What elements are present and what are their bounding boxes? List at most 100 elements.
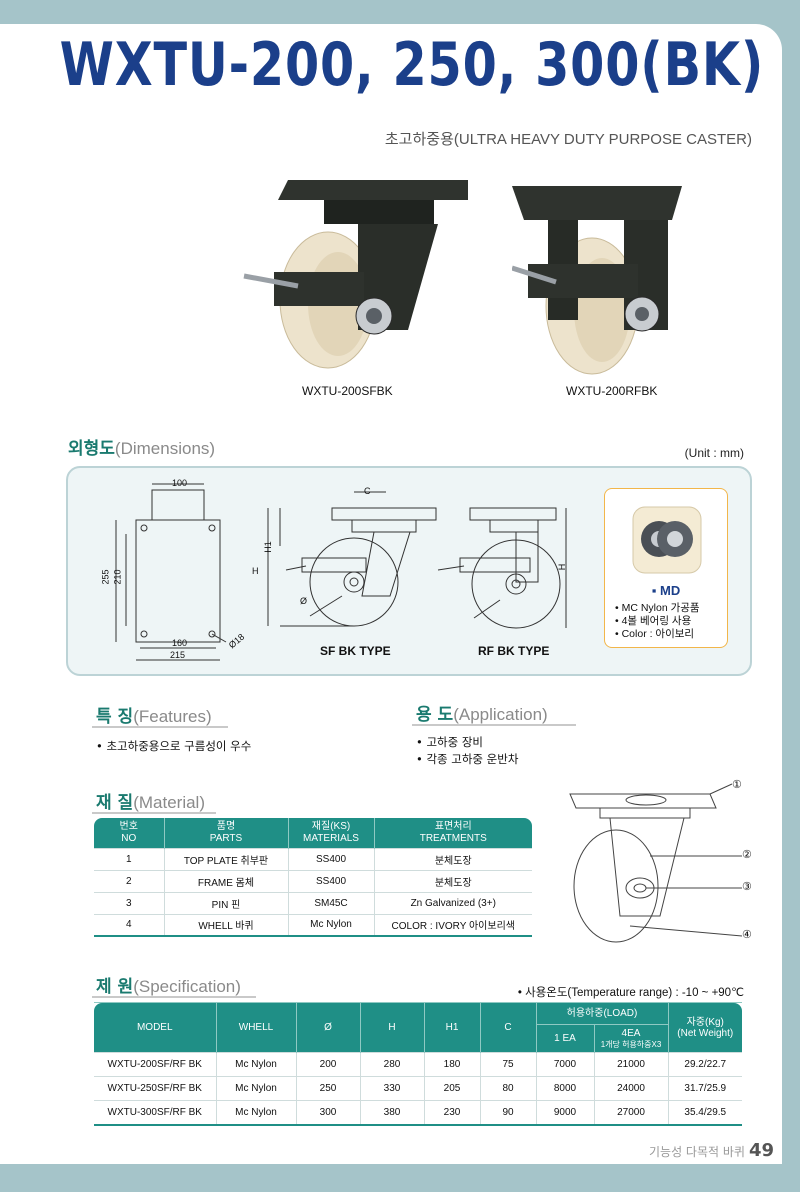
dimensions-heading-en: (Dimensions) [114, 439, 216, 458]
dim-label-h1-sf: H1 [262, 541, 273, 553]
table-row: 1 TOP PLATE 취부판 SS400 분체도장 [94, 847, 532, 870]
cell: 380 [359, 1100, 424, 1126]
features-heading-en: (Features) [133, 707, 212, 726]
material-heading: 재 질(Material) [96, 788, 205, 813]
md-feature-list: • MC Nylon 가공품 • 4볼 베어링 사용 • Color : 아이보… [615, 602, 700, 641]
cell: 75 [479, 1052, 536, 1077]
cell: 7000 [535, 1052, 594, 1077]
spec-table: MODEL WHELL Ø H H1 C 허용하중(LOAD) 자중(Kg)(N… [94, 1002, 742, 1126]
dim-label-c-sf: C [364, 486, 371, 496]
cell: Mc Nylon [215, 1076, 296, 1101]
rf-side-drawing [437, 507, 567, 629]
cell: 200 [295, 1052, 360, 1077]
sf-side-drawing [267, 491, 437, 627]
cell: SS400 [287, 869, 374, 892]
application-underline [412, 724, 576, 726]
md-feature-item: • 4볼 베어링 사용 [615, 615, 692, 627]
cell: 8000 [535, 1076, 594, 1101]
dim-label-dia-sf: Ø [300, 596, 308, 606]
rf-type-label: RF BK TYPE [478, 644, 550, 658]
cell: 분체도장 [373, 869, 532, 892]
unit-label: (Unit : mm) [684, 446, 744, 460]
top-view-drawing [115, 483, 227, 661]
cell: 280 [359, 1052, 424, 1077]
page-title: WXTU-200, 250, 300(BK) [59, 30, 764, 100]
cell: 205 [423, 1076, 480, 1101]
cell: SM45C [287, 891, 374, 914]
cell: Mc Nylon [215, 1052, 296, 1077]
cell: 330 [359, 1076, 424, 1101]
table-row: 3 PIN 핀 SM45C Zn Galvanized (3+) [94, 891, 532, 914]
dim-label-100: 100 [172, 478, 188, 488]
cell: 9000 [535, 1100, 594, 1126]
application-item: 고하중 장비 [416, 734, 518, 751]
table-row: WXTU-300SF/RF BK Mc Nylon 300 380 230 90… [94, 1100, 742, 1126]
material-heading-en: (Material) [133, 793, 205, 812]
cell: 3 [94, 891, 164, 914]
application-heading: 용 도(Application) [416, 700, 548, 725]
table-row: 4 WHELL 바퀴 Mc Nylon COLOR : IVORY 아이보리색 [94, 913, 532, 937]
photo-caption-rf: WXTU-200RFBK [566, 384, 658, 398]
dim-label-h-sf: H [252, 566, 259, 576]
cell: 300 [295, 1100, 360, 1126]
callout-2: ② [742, 849, 752, 861]
cell: WXTU-250SF/RF BK [94, 1076, 216, 1101]
dimensions-heading: 외형도(Dimensions) [68, 434, 215, 459]
cell: WXTU-300SF/RF BK [94, 1100, 216, 1126]
dim-label-215: 215 [170, 650, 186, 660]
table-row: WXTU-250SF/RF BK Mc Nylon 250 330 205 80… [94, 1076, 742, 1101]
parts-callout-drawing [569, 783, 743, 943]
temperature-range: • 사용온도(Temperature range) : -10 ~ +90℃ [517, 987, 744, 999]
features-underline [92, 726, 228, 728]
spec-col-load: 허용하중(LOAD) [535, 1002, 668, 1025]
cell: 1 [94, 847, 164, 870]
cell: 80 [479, 1076, 536, 1101]
spec-heading: 제 원(Specification) [96, 972, 241, 997]
cell: 27000 [593, 1100, 668, 1126]
material-col-materials: 재질(KS)MATERIALS [287, 818, 374, 848]
features-list: 초고하중용으로 구름성이 우수 [96, 738, 251, 755]
material-heading-ko: 재 질 [96, 793, 134, 813]
md-wheel-card: ▪ MD • MC Nylon 가공품 • 4볼 베어링 사용 • Color … [604, 488, 728, 648]
page-number: 49 [748, 1140, 774, 1161]
spec-underline [92, 996, 256, 998]
md-feature-item: • Color : 아이보리 [615, 628, 695, 640]
callout-3: ③ [742, 881, 752, 893]
cell: COLOR : IVORY 아이보리색 [373, 913, 532, 937]
cell: 2 [94, 869, 164, 892]
cell: 분체도장 [373, 847, 532, 870]
photo-caption-sf: WXTU-200SFBK [302, 384, 393, 398]
callout-1: ① [732, 779, 742, 791]
md-title: ▪ MD [651, 583, 681, 598]
spec-col-h: H [359, 1002, 424, 1053]
cell: 31.7/25.9 [667, 1076, 742, 1101]
footer-text: 기능성 다목적 바퀴 [648, 1145, 745, 1159]
spec-col-h1: H1 [423, 1002, 480, 1053]
cell: SS400 [287, 847, 374, 870]
spec-col-load-1ea: 1 EA [535, 1024, 594, 1053]
callout-4: ④ [742, 929, 752, 941]
cell: TOP PLATE 취부판 [163, 847, 288, 870]
md-wheel-image [632, 506, 702, 574]
page-subtitle: 초고하중용(ULTRA HEAVY DUTY PURPOSE CASTER) [384, 131, 752, 148]
cell: PIN 핀 [163, 891, 288, 914]
cell: Mc Nylon [215, 1100, 296, 1126]
cell: Mc Nylon [287, 913, 374, 937]
cell: FRAME 몸체 [163, 869, 288, 892]
spec-col-dia: Ø [295, 1002, 360, 1053]
dim-label-255: 255 [100, 569, 111, 585]
features-heading: 특 징(Features) [96, 702, 212, 727]
cell: WHELL 바퀴 [163, 913, 288, 937]
cell: 250 [295, 1076, 360, 1101]
material-underline [92, 812, 216, 814]
spec-heading-ko: 제 원 [96, 977, 134, 997]
table-row: WXTU-200SF/RF BK Mc Nylon 200 280 180 75… [94, 1052, 742, 1077]
spec-col-c: C [479, 1002, 536, 1053]
cell: 21000 [593, 1052, 668, 1077]
features-item: 초고하중용으로 구름성이 우수 [96, 738, 251, 755]
cell: 35.4/29.5 [667, 1100, 742, 1126]
dim-label-210: 210 [112, 569, 123, 585]
